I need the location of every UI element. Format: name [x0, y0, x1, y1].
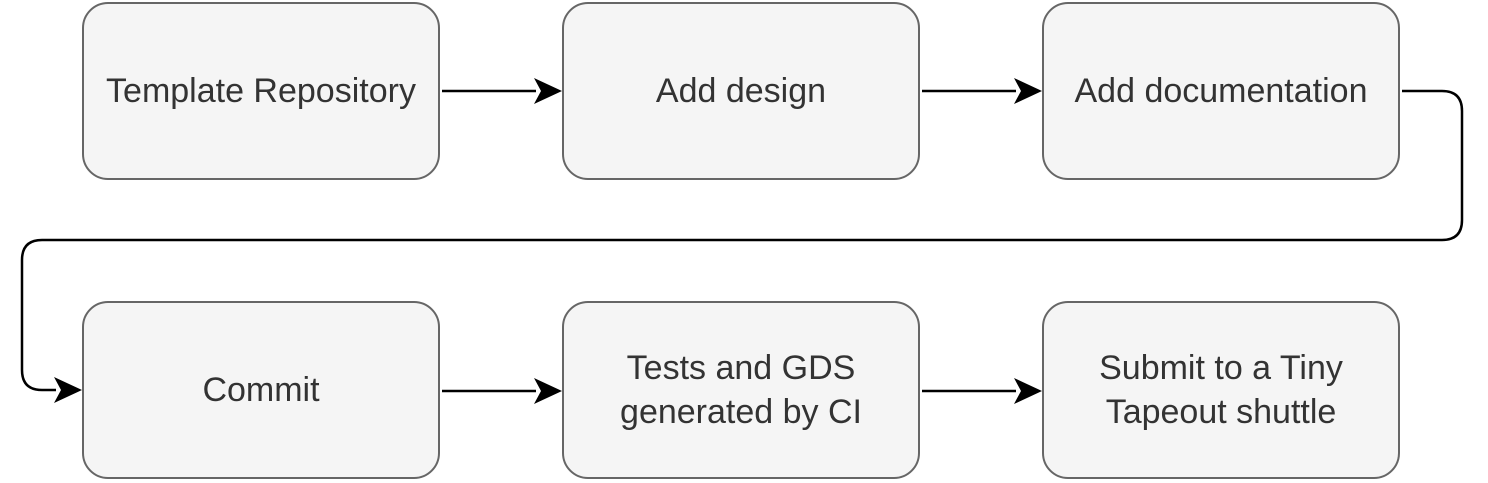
arrow-template-to-design [442, 78, 562, 104]
step-tests-and-gds: Tests and GDS generated by CI [562, 301, 920, 479]
step-commit: Commit [82, 301, 440, 479]
step-add-design: Add design [562, 2, 920, 180]
arrow-tests-to-submit [922, 378, 1042, 404]
step-submit-shuttle: Submit to a Tiny Tapeout shuttle [1042, 301, 1400, 479]
arrow-commit-to-tests [442, 378, 562, 404]
step-template-repository: Template Repository [82, 2, 440, 180]
arrow-documentation-to-commit [20, 89, 1464, 403]
arrow-design-to-documentation [922, 78, 1042, 104]
step-add-documentation: Add documentation [1042, 2, 1400, 180]
